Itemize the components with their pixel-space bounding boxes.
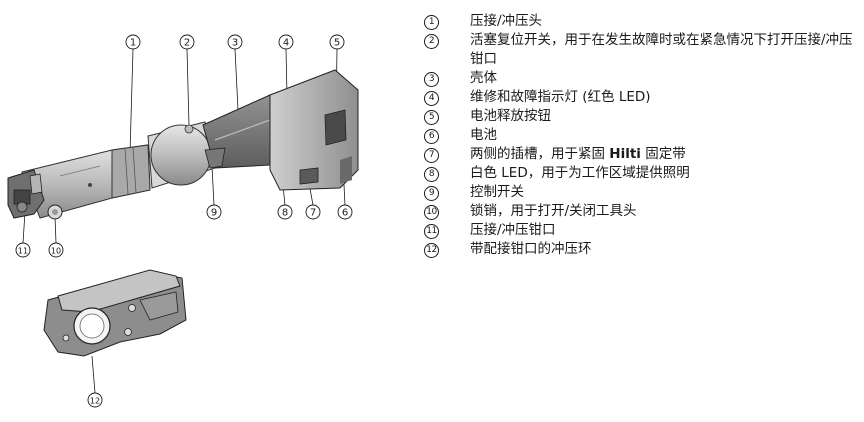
legend-text: 压接/冲压头 — [470, 13, 543, 29]
legend-number: 3 — [424, 72, 439, 87]
callout-6 — [337, 204, 353, 220]
callouts: 1 2 3 4 5 6 7 8 9 10 11 12 — [15, 34, 353, 408]
callout-4 — [278, 34, 294, 50]
legend-list: 1 压接/冲压头 2 活塞复位开关，用于在发生故障时或在紧急情况下打开压接/冲压钳口… — [424, 12, 860, 259]
callout-1 — [125, 34, 141, 50]
legend-number: 2 — [424, 34, 439, 49]
callout-5 — [329, 34, 345, 50]
legend-item-7: 7 两侧的插槽，用于紧固 Hilti 固定带 — [424, 145, 860, 164]
callout-10-label: 10 — [51, 247, 61, 256]
callout-2-label: 2 — [184, 38, 190, 49]
press-jaw — [7, 169, 45, 219]
legend-item-8: 8 白色 LED，用于为工作区域提供照明 — [424, 164, 860, 183]
legend-number: 6 — [424, 129, 439, 144]
press-ring — [43, 269, 187, 357]
legend-item-4: 4 维修和故障指示灯 (红色 LED) — [424, 88, 860, 107]
callout-4-label: 4 — [283, 38, 289, 49]
legend-number: 7 — [424, 148, 439, 163]
callout-5-label: 5 — [334, 38, 340, 49]
callout-11 — [15, 242, 31, 258]
legend-number: 10 — [424, 205, 439, 220]
callout-11-label: 11 — [18, 247, 28, 256]
callout-8 — [277, 204, 293, 220]
callout-2 — [179, 34, 195, 50]
legend-item-3: 3 壳体 — [424, 69, 860, 88]
legend-number: 4 — [424, 91, 439, 106]
legend-number: 5 — [424, 110, 439, 125]
legend-text: 电池释放按钮 — [470, 108, 551, 124]
callout-9-label: 9 — [211, 208, 217, 219]
tool-illustration: 1 2 3 4 5 6 7 8 9 10 11 12 — [0, 0, 430, 418]
legend-text: 电池 — [470, 127, 497, 143]
callout-7 — [305, 204, 321, 220]
legend-item-5: 5 电池释放按钮 — [424, 107, 860, 126]
locking-pin — [47, 204, 63, 220]
legend-text: 活塞复位开关，用于在发生故障时或在紧急情况下打开压接/冲压钳口 — [470, 32, 853, 67]
callout-1-label: 1 — [130, 38, 136, 49]
legend-item-1: 1 压接/冲压头 — [424, 12, 860, 31]
legend-item-12: 12 带配接钳口的冲压环 — [424, 240, 860, 259]
legend-text: 控制开关 — [470, 184, 524, 200]
legend-text: 两侧的插槽，用于紧固 Hilti 固定带 — [470, 145, 860, 164]
legend-text: 白色 LED，用于为工作区域提供照明 — [470, 165, 690, 181]
legend-text: 维修和故障指示灯 (红色 LED) — [470, 89, 651, 105]
battery — [269, 69, 359, 191]
callout-3-label: 3 — [232, 38, 238, 49]
legend-text-pre: 两侧的插槽，用于紧固 — [470, 146, 610, 162]
legend-text: 压接/冲压钳口 — [470, 222, 556, 238]
legend-number: 9 — [424, 186, 439, 201]
legend-item-9: 9 控制开关 — [424, 183, 860, 202]
legend-number: 1 — [424, 15, 439, 30]
legend-number: 11 — [424, 224, 439, 239]
legend-text: 锁销，用于打开/关闭工具头 — [470, 203, 637, 219]
legend-text: 壳体 — [470, 70, 497, 86]
callout-3 — [227, 34, 243, 50]
callout-7-label: 7 — [310, 208, 316, 219]
legend-item-10: 10 锁销，用于打开/关闭工具头 — [424, 202, 860, 221]
callout-9 — [206, 204, 222, 220]
brand-name: Hilti — [609, 146, 641, 162]
callout-12-label: 12 — [90, 397, 100, 406]
legend-number: 8 — [424, 167, 439, 182]
press-tool-drawing: 1 2 3 4 5 6 7 8 9 10 11 12 — [7, 34, 359, 408]
callout-8-label: 8 — [282, 208, 288, 219]
legend-text: 带配接钳口的冲压环 — [470, 241, 592, 257]
callout-10 — [48, 242, 64, 258]
legend-item-2: 2 活塞复位开关，用于在发生故障时或在紧急情况下打开压接/冲压钳口 — [424, 31, 860, 69]
callout-6-label: 6 — [342, 208, 348, 219]
legend-item-11: 11 压接/冲压钳口 — [424, 221, 860, 240]
callout-12 — [87, 392, 103, 408]
legend-number: 12 — [424, 243, 439, 258]
legend-item-6: 6 电池 — [424, 126, 860, 145]
legend-text-post: 固定带 — [640, 146, 686, 162]
press-head — [21, 144, 151, 219]
